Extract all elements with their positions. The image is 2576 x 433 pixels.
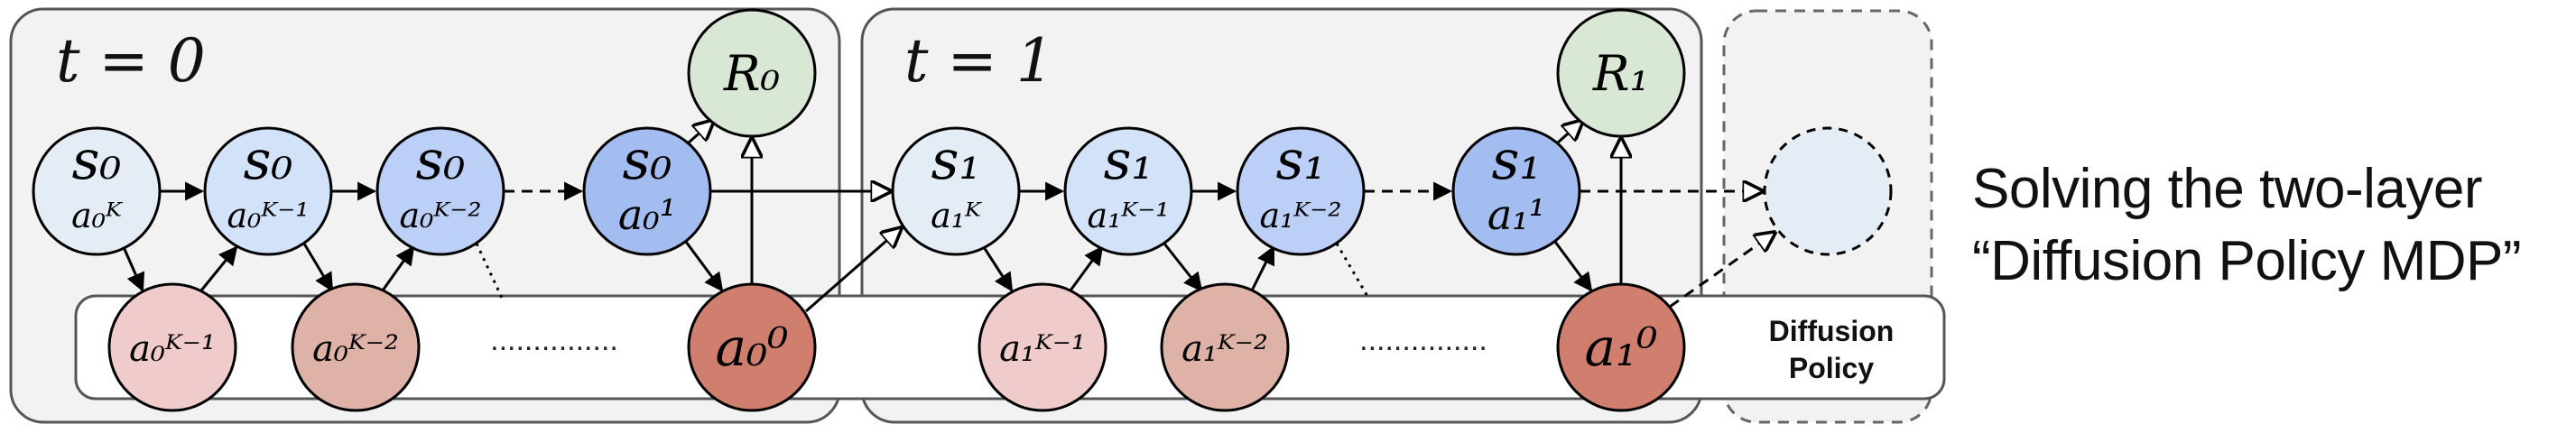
svg-text:R₁: R₁ bbox=[1592, 45, 1649, 102]
svg-text:a₁ᴷ⁻²: a₁ᴷ⁻² bbox=[1181, 328, 1268, 370]
edge-s0aK-to-a0K1 bbox=[122, 246, 145, 292]
state-node-s0-aK: s₀ a₀ᴷ bbox=[32, 126, 162, 256]
svg-text:a₀ᴷ⁻²: a₀ᴷ⁻² bbox=[399, 196, 481, 235]
svg-text:s₁: s₁ bbox=[1104, 129, 1154, 192]
svg-text:s₁: s₁ bbox=[1276, 129, 1326, 192]
edge-s1a1-to-R1 bbox=[1557, 121, 1582, 144]
edge-a0K2-to-s0aK2 bbox=[381, 245, 415, 291]
svg-text:s₀: s₀ bbox=[72, 129, 122, 192]
denoise-ellipsis-0: ............... bbox=[490, 323, 618, 357]
action-node-a1-0: a₁⁰ bbox=[1556, 282, 1686, 412]
svg-text:a₀¹: a₀¹ bbox=[618, 190, 676, 239]
action-node-a1-K-2: a₁ᴷ⁻² bbox=[1160, 282, 1290, 412]
state-node-s0-aK-2: s₀ a₀ᴷ⁻² bbox=[375, 126, 505, 256]
action-node-a0-K-1: a₀ᴷ⁻¹ bbox=[107, 282, 237, 412]
edge-s1aK2-to-continue bbox=[1335, 243, 1370, 299]
action-node-a1-K-1: a₁ᴷ⁻¹ bbox=[978, 282, 1107, 412]
edge-a00-to-s1aK bbox=[805, 228, 901, 313]
state-node-s1-aK-1: s₁ a₁ᴷ⁻¹ bbox=[1063, 126, 1193, 256]
reward-node-0: R₀ bbox=[687, 8, 817, 138]
svg-text:a₀ᴷ⁻²: a₀ᴷ⁻² bbox=[312, 328, 399, 370]
state-node-s1-aK: s₁ a₁ᴷ bbox=[891, 126, 1021, 256]
caption: Solving the two-layer “Diffusion Policy … bbox=[1972, 153, 2568, 298]
action-node-a0-0: a₀⁰ bbox=[687, 282, 817, 412]
svg-text:s₁: s₁ bbox=[1492, 129, 1542, 192]
svg-text:s₀: s₀ bbox=[623, 129, 672, 192]
caption-line-1: Solving the two-layer bbox=[1972, 158, 2483, 220]
svg-text:a₁ᴷ⁻²: a₁ᴷ⁻² bbox=[1259, 196, 1341, 235]
future-state-node bbox=[1763, 126, 1893, 256]
svg-text:a₀ᴷ⁻¹: a₀ᴷ⁻¹ bbox=[129, 328, 216, 370]
svg-text:a₁ᴷ: a₁ᴷ bbox=[931, 196, 983, 235]
edge-a1K1-to-s1aK1 bbox=[1069, 245, 1104, 291]
action-node-a0-K-2: a₀ᴷ⁻² bbox=[291, 282, 421, 412]
edge-a1K2-to-s1aK2 bbox=[1250, 245, 1275, 291]
svg-text:a₁⁰: a₁⁰ bbox=[1584, 317, 1657, 378]
diffusion-policy-label-line1: Diffusion bbox=[1769, 315, 1895, 347]
svg-text:a₁ᴷ⁻¹: a₁ᴷ⁻¹ bbox=[1087, 196, 1169, 235]
caption-line-2: “Diffusion Policy MDP” bbox=[1972, 230, 2522, 292]
edge-s0a1-to-a00 bbox=[684, 241, 724, 292]
state-node-s0-a1: s₀ a₀¹ bbox=[582, 126, 712, 256]
edge-s1aK1-to-a1K2 bbox=[1163, 243, 1203, 292]
diffusion-policy-label-line2: Policy bbox=[1789, 352, 1874, 384]
svg-text:R₀: R₀ bbox=[723, 45, 780, 102]
timestep-label-1: t = 1 bbox=[904, 26, 1054, 96]
svg-text:s₀: s₀ bbox=[244, 129, 293, 192]
svg-text:a₁ᴷ⁻¹: a₁ᴷ⁻¹ bbox=[999, 328, 1086, 370]
edge-a0K1-to-s0aK1 bbox=[199, 245, 238, 291]
edge-s1aK-to-a1K1 bbox=[982, 246, 1014, 292]
edge-s1a1-to-a10 bbox=[1553, 241, 1593, 292]
svg-text:s₀: s₀ bbox=[416, 129, 466, 192]
svg-text:a₀⁰: a₀⁰ bbox=[715, 317, 788, 378]
timestep-label-0: t = 0 bbox=[56, 26, 206, 96]
svg-text:a₁¹: a₁¹ bbox=[1487, 190, 1545, 239]
edge-s0aK2-to-continue bbox=[475, 243, 504, 299]
denoise-ellipsis-1: ............... bbox=[1359, 323, 1487, 357]
state-node-s1-a1: s₁ a₁¹ bbox=[1451, 126, 1581, 256]
edge-a10-to-future bbox=[1669, 233, 1774, 309]
edge-s0a1-to-R0 bbox=[688, 121, 713, 144]
state-node-s0-aK-1: s₀ a₀ᴷ⁻¹ bbox=[203, 126, 333, 256]
svg-text:a₀ᴷ: a₀ᴷ bbox=[71, 196, 124, 235]
edge-s0aK1-to-a0K2 bbox=[302, 243, 334, 292]
svg-text:s₁: s₁ bbox=[931, 129, 981, 192]
state-node-s1-aK-2: s₁ a₁ᴷ⁻² bbox=[1236, 126, 1366, 256]
svg-text:a₀ᴷ⁻¹: a₀ᴷ⁻¹ bbox=[227, 196, 309, 235]
reward-node-1: R₁ bbox=[1556, 8, 1686, 138]
